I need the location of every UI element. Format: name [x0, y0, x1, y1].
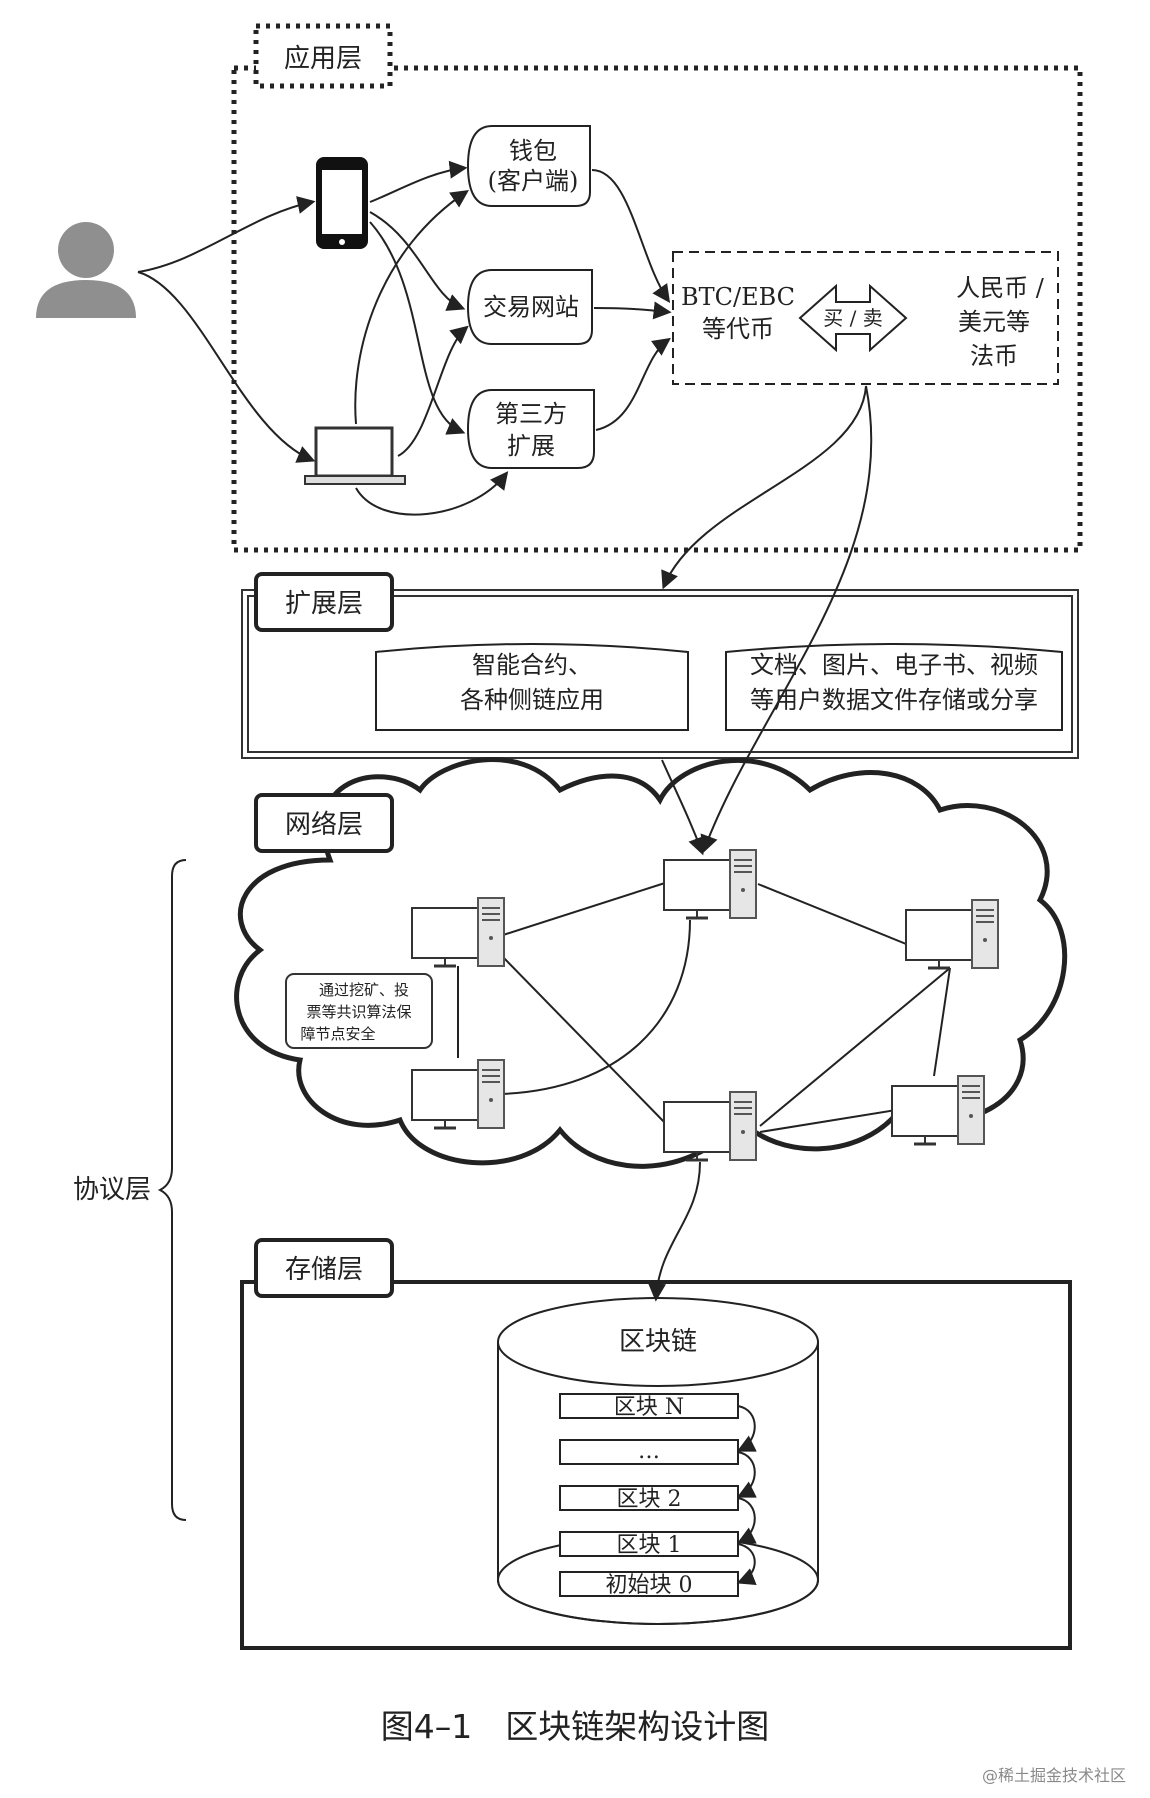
storage-layer: 存储层 区块链 区块 N … 区块 2 区块 1 — [240, 1238, 1072, 1650]
network-layer-label: 网络层 — [285, 810, 363, 840]
block-item: … — [559, 1439, 739, 1465]
buy-sell-arrow — [798, 283, 908, 353]
currency-box: BTC/EBC 等代币 买 / 卖 人民币 / 美元等 法币 — [672, 251, 1059, 385]
block-item: 区块 2 — [559, 1485, 739, 1512]
smart-contracts-box: 智能合约、 各种侧链应用 — [375, 643, 689, 731]
crypto-label: BTC/EBC — [681, 283, 795, 311]
wallet-client-label: (客户端) — [488, 167, 579, 195]
network-node-3 — [904, 898, 1000, 970]
block-item: 区块 N — [559, 1393, 739, 1420]
block-label: 初始块 0 — [606, 1573, 693, 1598]
crypto-sub-label: 等代币 — [702, 315, 774, 343]
wallet-label: 钱包 — [509, 137, 557, 165]
network-cloud — [234, 757, 1068, 1169]
network-node-1 — [410, 896, 506, 968]
network-layer: 网络层 通过挖矿、投 票等共识算法保 障节点安全 — [234, 757, 1068, 1169]
exchange-website-label: 交易网站 — [483, 293, 579, 321]
block-label: 区块 2 — [617, 1487, 682, 1512]
network-node-6 — [890, 1074, 986, 1146]
block-link-arrows — [736, 1405, 757, 1585]
user-data-label-2: 等用户数据文件存储或分享 — [750, 686, 1038, 714]
protocol-layer-label: 协议层 — [73, 1175, 151, 1205]
extension-layer-label: 扩展层 — [285, 589, 363, 619]
fiat-label-2: 美元等 — [958, 308, 1030, 336]
watermark: @稀土掘金技术社区 — [981, 1766, 1126, 1785]
consensus-note-line-1: 通过挖矿、投 — [319, 981, 409, 999]
block-label: … — [638, 1439, 660, 1464]
fiat-label-1: 人民币 / — [956, 274, 1045, 302]
node-links — [457, 881, 951, 1133]
fiat-label-3: 法币 — [970, 342, 1018, 370]
extension-layer: 扩展层 智能合约、 各种侧链应用 文档、图片、电子书、视频 等用户数据文件存储或… — [241, 572, 1079, 759]
laptop-icon — [304, 426, 406, 485]
block-item: 初始块 0 — [559, 1571, 739, 1598]
consensus-note-line-2: 票等共识算法保 — [306, 1003, 411, 1021]
application-layer: 应用层 钱包 (客户端) 交易网站 第三方 — [36, 23, 1083, 553]
block-list: 区块 N … 区块 2 区块 1 初始块 0 — [559, 1393, 739, 1598]
user-data-storage-box: 文档、图片、电子书、视频 等用户数据文件存储或分享 — [725, 643, 1063, 731]
third-party-extension-node: 第三方 扩展 — [466, 389, 595, 469]
block-label: 区块 N — [614, 1395, 684, 1420]
block-label: 区块 1 — [617, 1533, 682, 1558]
exchange-website-node: 交易网站 — [466, 269, 593, 345]
network-node-5 — [662, 1090, 758, 1162]
figure-caption: 图4–1 区块链架构设计图 — [380, 1707, 770, 1746]
application-layer-label: 应用层 — [284, 44, 362, 74]
cross-layer-arrows — [648, 385, 873, 1302]
buy-sell-label: 买 / 卖 — [823, 306, 882, 330]
third-party-label: 第三方 — [495, 400, 567, 428]
application-flow-arrows — [137, 160, 672, 516]
storage-layer-label: 存储层 — [285, 1255, 363, 1285]
consensus-note-line-3: 障节点安全 — [300, 1025, 375, 1043]
sidechain-apps-label: 各种侧链应用 — [460, 686, 604, 714]
network-node-2 — [662, 848, 758, 920]
smart-contracts-label: 智能合约、 — [472, 651, 592, 679]
protocol-brace — [157, 859, 187, 1521]
user-icon — [36, 222, 136, 318]
blockchain-title: 区块链 — [619, 1327, 697, 1357]
protocol-layer: 协议层 — [73, 859, 187, 1521]
network-node-4 — [410, 1058, 506, 1130]
wallet-client-node: 钱包 (客户端) — [466, 125, 591, 207]
block-item: 区块 1 — [559, 1531, 739, 1558]
phone-icon — [316, 157, 368, 249]
consensus-note: 通过挖矿、投 票等共识算法保 障节点安全 — [285, 973, 433, 1049]
third-party-extension-label: 扩展 — [507, 432, 555, 460]
